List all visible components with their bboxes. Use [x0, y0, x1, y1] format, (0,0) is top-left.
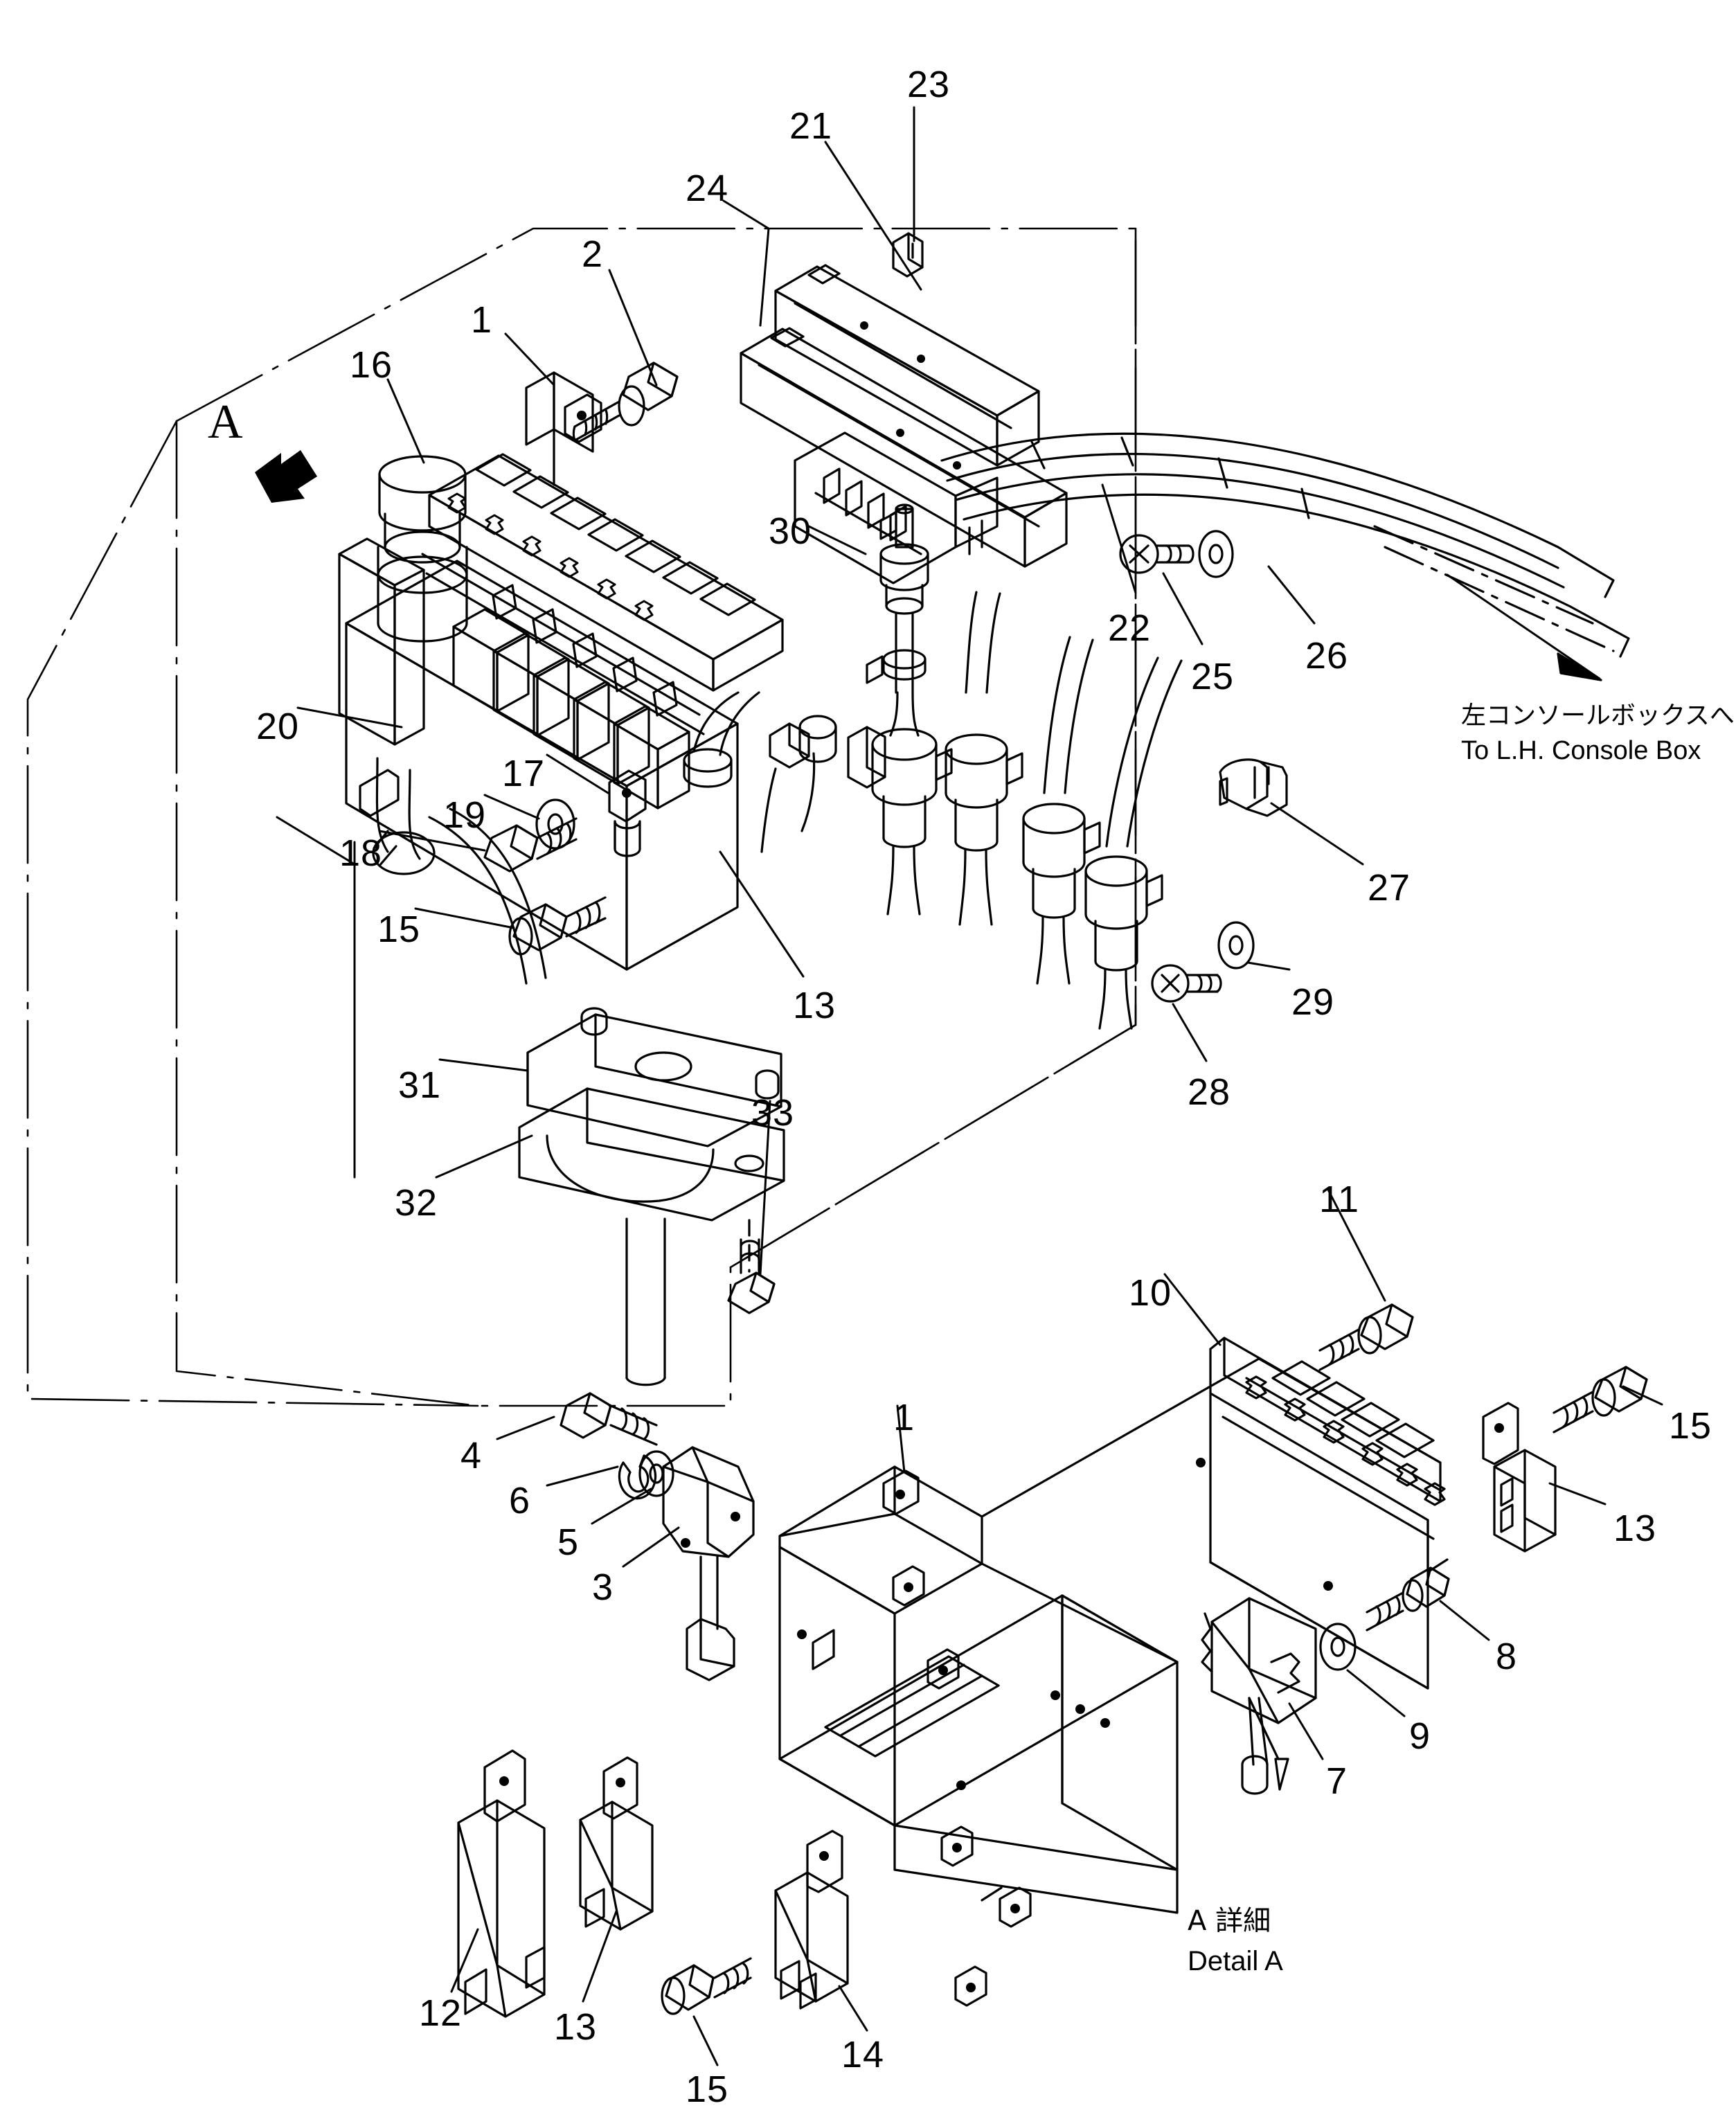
clamp-17: [608, 769, 647, 857]
callout-number: 17: [502, 753, 546, 794]
callout-number: 1: [893, 1397, 915, 1438]
panel-outline: [26, 227, 1137, 1407]
callout-number: 15: [686, 2069, 729, 2110]
plain-washer-5: [638, 1450, 674, 1497]
bolt-15-left: [508, 896, 607, 956]
clip-23: [892, 232, 924, 278]
callout-number: 11: [1319, 1179, 1360, 1220]
callout-number: 13: [1613, 1508, 1657, 1549]
callout-number: 3: [592, 1566, 614, 1608]
boot-parts: [683, 691, 886, 853]
callout-number: 6: [509, 1480, 531, 1521]
fuse-relay-box: [338, 453, 784, 985]
bolt-33: [727, 1238, 776, 1314]
to-console-note: 左コンソールボックスへ To L.H. Console Box: [1461, 699, 1735, 769]
callout-number: 10: [1129, 1272, 1172, 1314]
fuse-bracket-10: [1196, 1337, 1449, 1690]
callout-number: 1: [471, 299, 493, 341]
callout-number: 25: [1191, 656, 1235, 697]
callout-number: 26: [1305, 635, 1349, 677]
connector-housing-21: [774, 264, 1040, 467]
bolt-4: [560, 1392, 658, 1446]
callout-number: 12: [419, 1992, 463, 2034]
callout-number: 21: [789, 105, 833, 147]
fusible-links: [866, 503, 1183, 1030]
bracket-1-upper: [525, 371, 602, 486]
relay-12: [457, 1749, 546, 2018]
relay-7: [1201, 1597, 1317, 1795]
wiring-harness-22: [940, 432, 1630, 681]
plate-32: [518, 1069, 785, 1222]
bolt-8: [1366, 1566, 1450, 1632]
callout-number: 28: [1188, 1071, 1231, 1113]
washer-19: [535, 798, 575, 850]
spring-washer-6: [618, 1454, 657, 1500]
detail-a-label-jp: A 詳細: [1188, 1905, 1271, 1937]
callout-number: 19: [443, 794, 487, 836]
callout-number: 15: [1669, 1405, 1712, 1447]
callout-number: 2: [582, 233, 604, 275]
callout-number: 32: [395, 1182, 438, 1224]
washer-26: [1198, 530, 1234, 578]
callout-number: 27: [1368, 867, 1411, 909]
bolt-11: [1318, 1303, 1414, 1371]
resistor-assembly-3: [662, 1446, 755, 1681]
grommet-20: [372, 757, 436, 875]
bolt-18: [483, 817, 578, 873]
to-console-note-en: To L.H. Console Box: [1461, 735, 1701, 765]
callout-number: 14: [841, 2034, 885, 2075]
screw-25: [1119, 534, 1194, 574]
callout-number: 18: [339, 832, 383, 874]
callout-number: 8: [1496, 1636, 1518, 1677]
callout-number: 24: [686, 168, 729, 209]
leader-lines: [276, 106, 1663, 2066]
callout-number: 16: [350, 344, 393, 386]
bolt-2: [572, 361, 679, 442]
callout-number: 31: [398, 1064, 442, 1106]
clamp-27: [1219, 758, 1288, 817]
callout-number: 33: [751, 1092, 795, 1134]
washer-29: [1217, 921, 1255, 970]
view-direction-arrow-icon: [255, 450, 317, 503]
callout-number: 30: [769, 510, 812, 552]
circuit-breaker-16: [377, 455, 468, 643]
callout-number: 22: [1108, 607, 1152, 649]
washer-9: [1319, 1623, 1357, 1671]
callout-number: 9: [1409, 1715, 1431, 1757]
callout-number: 5: [557, 1521, 580, 1563]
callout-number: 29: [1291, 981, 1335, 1023]
detail-a-label-en: Detail A: [1188, 1946, 1283, 1976]
screw-28: [1151, 964, 1222, 1003]
bolt-15-right: [1552, 1366, 1648, 1433]
callout-number: 15: [377, 909, 421, 950]
relay-13-left: [579, 1756, 654, 1931]
to-console-note-jp: 左コンソールボックスへ: [1461, 702, 1735, 730]
callout-number: 13: [554, 2006, 598, 2048]
relay-13-right: [1482, 1402, 1557, 1553]
callout-number: 13: [793, 985, 836, 1026]
callout-number: 20: [256, 706, 300, 747]
relay-14: [774, 1830, 849, 2010]
bolt-15-bottom: [661, 1957, 752, 2015]
plate-31: [526, 1007, 782, 1147]
view-mark-a: A: [208, 395, 243, 449]
callout-number: 4: [460, 1435, 483, 1476]
detail-a-label: A 詳細 Detail A: [1188, 1901, 1283, 1981]
callout-number: 23: [907, 64, 951, 105]
bracket-box-1: [778, 1357, 1442, 2007]
callout-number: 7: [1326, 1760, 1348, 1802]
